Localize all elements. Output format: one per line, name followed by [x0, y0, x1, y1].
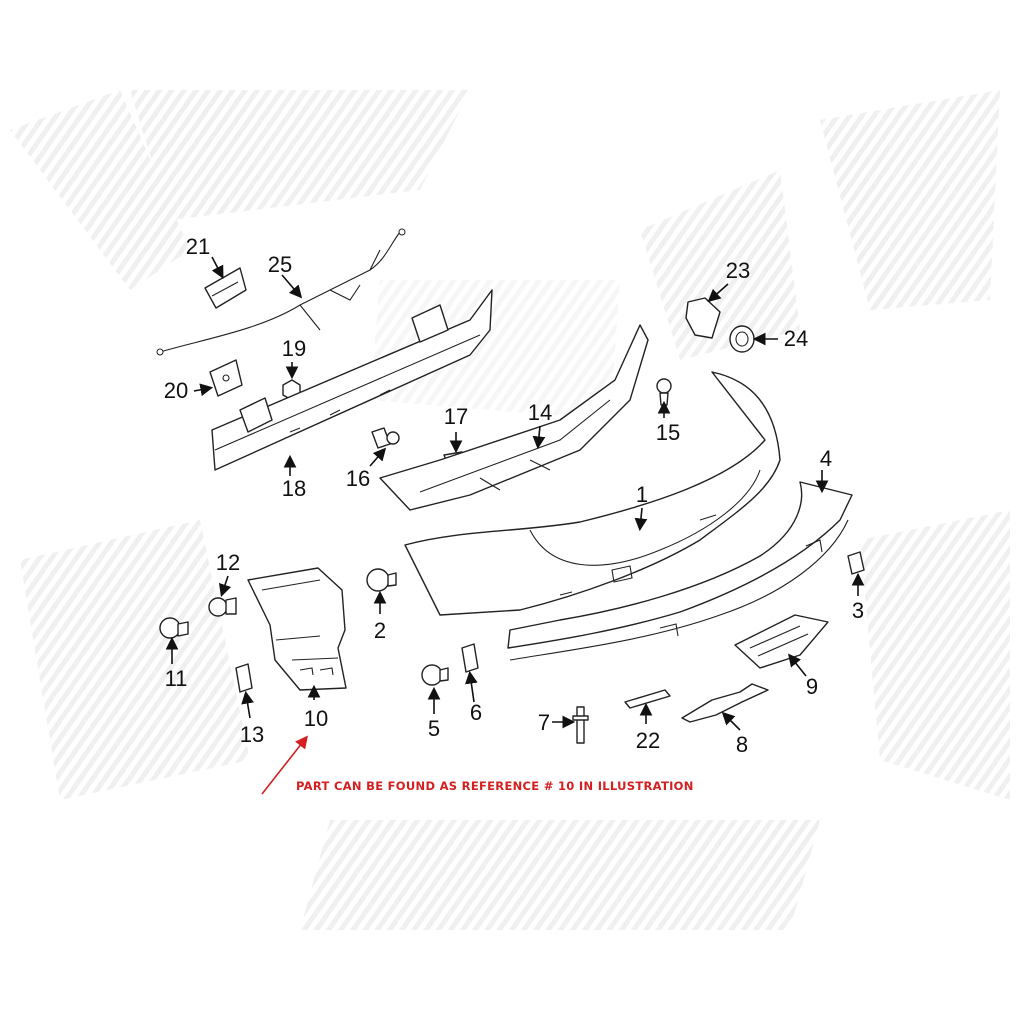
- callout-24: 24: [784, 326, 808, 351]
- callout-14: 14: [528, 400, 552, 425]
- callout-1: 1: [636, 482, 648, 507]
- bolt-part-2[interactable]: [366, 568, 397, 592]
- watermark: [10, 90, 1010, 930]
- sensor-part-23[interactable]: [685, 297, 721, 339]
- callout-9: 9: [806, 674, 818, 699]
- bolt-part-11[interactable]: [159, 617, 189, 639]
- bolt-part-16[interactable]: [371, 427, 400, 449]
- callout-16: 16: [346, 466, 370, 491]
- callout-17: 17: [444, 404, 468, 429]
- callout-4: 4: [820, 446, 832, 471]
- callout-19: 19: [282, 336, 306, 361]
- callout-3: 3: [852, 598, 864, 623]
- callout-25: 25: [268, 252, 292, 277]
- callout-21: 21: [186, 234, 210, 259]
- nut-part-12[interactable]: [208, 597, 237, 617]
- stud-part-7[interactable]: [572, 706, 589, 744]
- callout-11: 11: [165, 666, 188, 691]
- bracket-part-6[interactable]: [461, 643, 479, 673]
- wiring-harness-part-25[interactable]: [156, 228, 406, 356]
- callout-22: 22: [636, 728, 660, 753]
- lower-valance-part-4[interactable]: [507, 481, 853, 661]
- bracket-part-21[interactable]: [204, 267, 247, 309]
- leader-lines: [165, 256, 865, 795]
- energy-absorber-part-14[interactable]: [379, 324, 649, 511]
- callout-18: 18: [282, 476, 306, 501]
- callout-6: 6: [470, 700, 482, 725]
- callout-2: 2: [374, 618, 386, 643]
- bracket-part-13[interactable]: [235, 663, 253, 693]
- callout-20: 20: [164, 378, 188, 403]
- lower-cover-part-10[interactable]: [247, 567, 347, 691]
- bumper-cover-part-1[interactable]: [404, 371, 781, 616]
- molding-part-22[interactable]: [624, 689, 671, 709]
- bolt-part-15[interactable]: [656, 378, 672, 406]
- callout-13: 13: [240, 722, 264, 747]
- skid-plate-part-9[interactable]: [734, 614, 829, 669]
- plate-part-20[interactable]: [209, 359, 243, 397]
- callout-7: 7: [538, 710, 550, 735]
- callout-8: 8: [736, 732, 748, 757]
- grommet-part-24[interactable]: [729, 325, 755, 353]
- bracket-part-3[interactable]: [847, 551, 865, 575]
- reference-note: PART CAN BE FOUND AS REFERENCE # 10 IN I…: [296, 779, 694, 793]
- callout-10: 10: [304, 706, 328, 731]
- callout-5: 5: [428, 716, 440, 741]
- callout-23: 23: [726, 258, 750, 283]
- callout-labels: 1 2 3 4 5 6 7 8 9 10 11 12 13 14 15 16 1…: [164, 234, 864, 757]
- callout-15: 15: [656, 420, 680, 445]
- bolt-part-5[interactable]: [421, 664, 449, 686]
- trim-part-8[interactable]: [681, 683, 769, 723]
- callout-12: 12: [216, 550, 240, 575]
- reinforcement-beam-part-18[interactable]: [211, 289, 493, 471]
